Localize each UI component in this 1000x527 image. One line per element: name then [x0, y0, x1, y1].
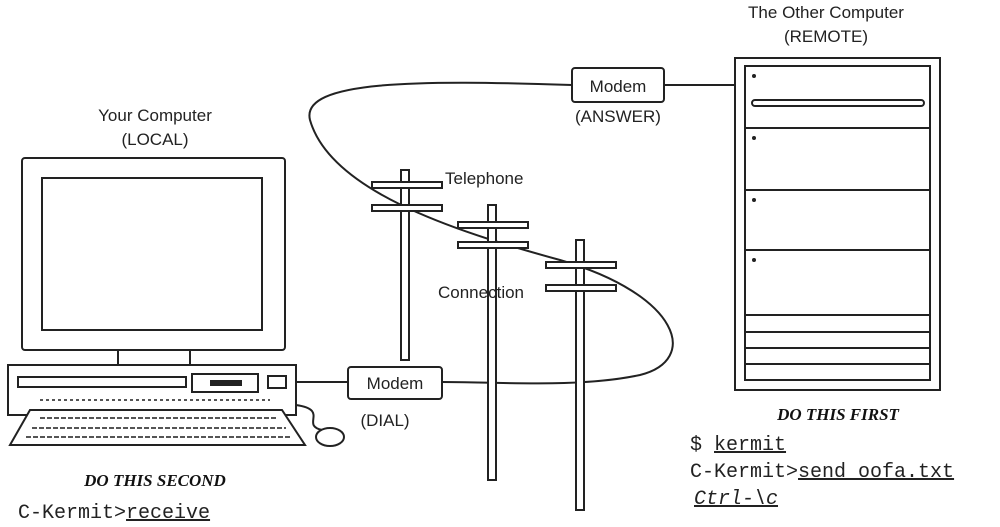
svg-text:Modem: Modem [590, 77, 647, 96]
svg-text:Modem: Modem [367, 374, 424, 393]
remote-steps-heading: DO THIS FIRST [776, 405, 899, 424]
remote-tower-computer [734, 57, 941, 391]
telephone-pole-1 [371, 169, 443, 361]
modem-dial: Modem (DIAL) [347, 366, 443, 430]
telephone-label: Telephone [445, 169, 523, 188]
local-steps-heading: DO THIS SECOND [83, 471, 226, 490]
remote-title: The Other Computer [748, 3, 904, 22]
phone-cable [308, 81, 674, 385]
telephone-pole-2 [457, 204, 529, 481]
local-command-line: C-Kermit>receive [18, 502, 210, 525]
svg-text:(DIAL): (DIAL) [360, 411, 409, 430]
connection-label: Connection [438, 283, 524, 302]
modem-answer: Modem (ANSWER) [571, 67, 665, 126]
remote-command-line-2: C-Kermit>send oofa.txt [690, 461, 954, 484]
telephone-pole-3 [545, 239, 617, 511]
local-subtitle: (LOCAL) [121, 130, 188, 149]
local-title: Your Computer [98, 106, 212, 125]
remote-command-line-1: $ kermit [690, 434, 786, 457]
remote-subtitle: (REMOTE) [784, 27, 868, 46]
svg-text:(ANSWER): (ANSWER) [575, 107, 661, 126]
remote-command-line-3: Ctrl-\c [694, 488, 778, 511]
local-desktop-computer [7, 157, 345, 447]
